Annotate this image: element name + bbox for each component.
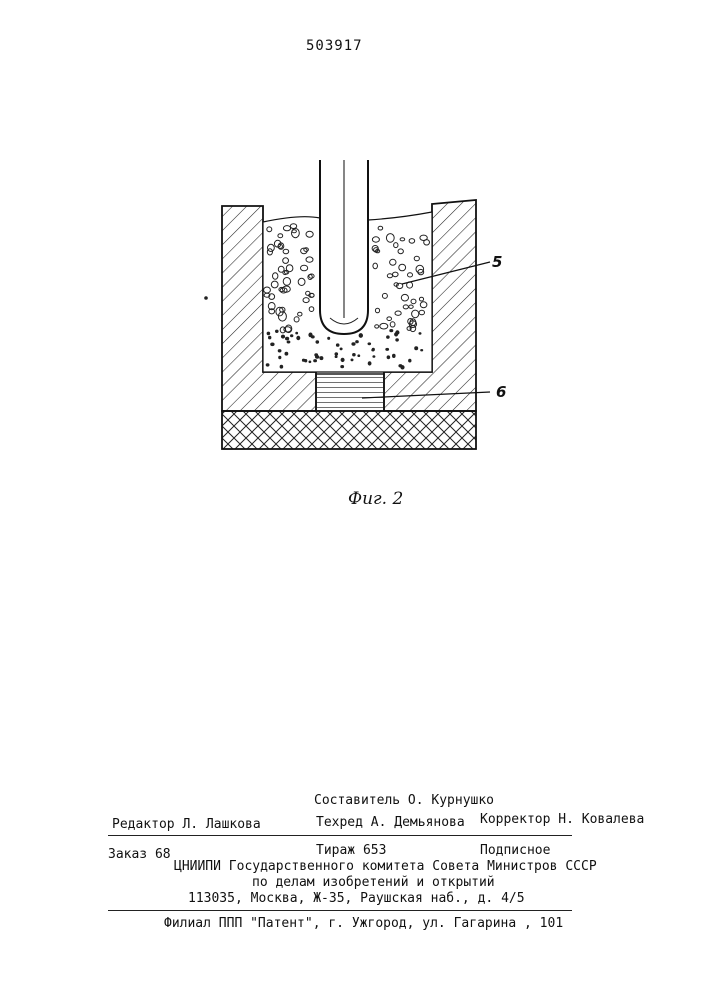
granule [372, 349, 374, 351]
granule [409, 359, 411, 362]
footer-rule-bottom [108, 910, 572, 911]
granule [335, 356, 337, 358]
granule [336, 344, 339, 346]
granule [278, 350, 281, 352]
granule [393, 354, 396, 357]
granule [356, 341, 359, 343]
compiler-credit: Составитель О. Курнушко [314, 793, 494, 808]
institute-line-1: ЦНИИПИ Государственного комитета Совета … [174, 859, 597, 874]
base-plate [222, 411, 476, 449]
granule [415, 347, 418, 350]
granule [419, 333, 421, 335]
callout-6: 6 [496, 383, 506, 401]
granule [359, 334, 362, 338]
granule [281, 335, 284, 338]
granule [328, 337, 330, 339]
granule [373, 356, 375, 358]
granule [309, 361, 311, 363]
figure-2-drawing [0, 0, 707, 520]
granule [395, 333, 398, 336]
granule [285, 352, 288, 355]
granule [280, 365, 283, 368]
granule [399, 365, 402, 367]
granule [340, 348, 342, 350]
granule [269, 336, 271, 339]
granule [291, 335, 293, 337]
granule [341, 366, 344, 368]
order-number: Заказ 68 [108, 847, 171, 862]
granule [351, 359, 353, 361]
granule [297, 336, 300, 339]
granule [320, 357, 323, 360]
institute-line-2: по делам изобретений и открытий [252, 875, 495, 890]
corrector-credit: Корректор Н. Ковалева [480, 812, 644, 827]
melt-pool [316, 374, 384, 411]
granule [296, 332, 298, 334]
granule [316, 356, 319, 358]
granule [421, 350, 423, 351]
granule [396, 339, 399, 341]
granule [276, 330, 279, 332]
granule [358, 355, 360, 357]
granule [314, 360, 317, 362]
subscription: Подписное [480, 843, 550, 858]
granule [386, 348, 389, 350]
granule [368, 362, 371, 365]
granule [353, 354, 356, 356]
granule [387, 356, 390, 359]
figure-caption: Фиг. 2 [348, 489, 403, 509]
techred-credit: Техред А. Демьянова [316, 815, 465, 830]
institute-address: 113035, Москва, Ж-35, Раушская наб., д. … [188, 891, 525, 906]
granule [335, 353, 338, 356]
granule [309, 333, 312, 337]
granule [368, 343, 371, 345]
branch-address: Филиал ППП "Патент", г. Ужгород, ул. Гаг… [164, 916, 563, 931]
granule [302, 359, 304, 361]
granule [266, 364, 269, 366]
granule [271, 343, 274, 346]
granule [341, 358, 344, 361]
granule [316, 341, 319, 343]
callout-5: 5 [492, 253, 502, 271]
granule [287, 341, 290, 343]
editor-credit: Редактор Л. Лашкова [112, 817, 261, 832]
circulation: Тираж 653 [316, 843, 386, 858]
granule [279, 356, 281, 358]
granule [390, 330, 393, 332]
granule [267, 332, 270, 335]
granule [387, 336, 390, 338]
granule [352, 343, 355, 345]
granule [286, 337, 289, 340]
footer-rule-top [108, 835, 572, 836]
